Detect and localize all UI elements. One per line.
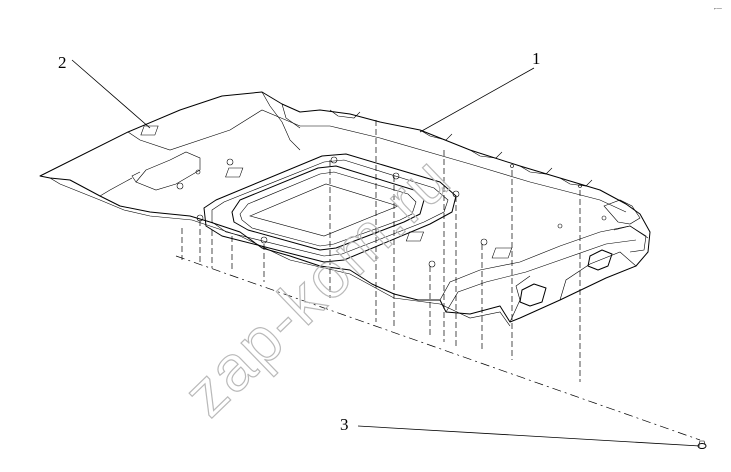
bolt-points	[176, 156, 607, 268]
corner-mark: ⌐—	[714, 6, 722, 12]
leader-line-3	[357, 425, 701, 447]
central-recess	[203, 153, 457, 263]
floor-panel	[39, 91, 651, 327]
assembly-axis	[175, 255, 701, 441]
fastener-nut	[697, 440, 707, 449]
projection-lines	[181, 120, 581, 382]
watermark: zap-kom.ru	[170, 142, 465, 430]
callout-1: 1	[532, 49, 541, 68]
callout-2: 2	[58, 53, 67, 72]
leader-line-1	[419, 67, 535, 133]
leader-line-2	[71, 59, 151, 129]
callout-3: 3	[340, 415, 349, 434]
